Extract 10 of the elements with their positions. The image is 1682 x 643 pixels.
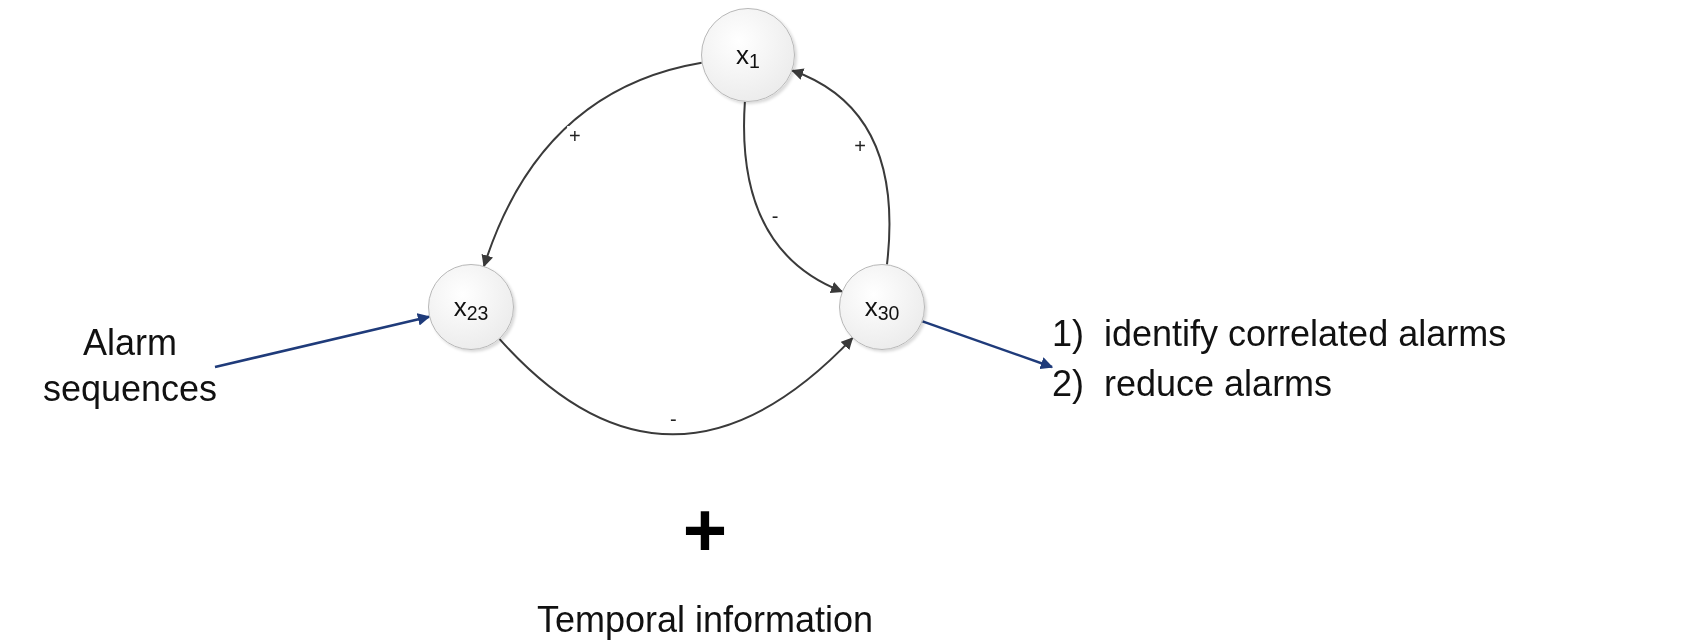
- arrow: [482, 61, 703, 268]
- caption-text: Temporal information: [536, 602, 874, 638]
- arrow: [498, 337, 854, 436]
- list-item: 1) identify correlated alarms: [1052, 312, 1508, 356]
- input-text: Alarm sequences: [45, 318, 215, 414]
- arrow: [791, 69, 891, 266]
- arrow: [743, 100, 843, 293]
- list-item: 2) reduce alarms: [1052, 362, 1334, 406]
- arrow: [922, 320, 1054, 370]
- plus-sign: +: [682, 492, 728, 568]
